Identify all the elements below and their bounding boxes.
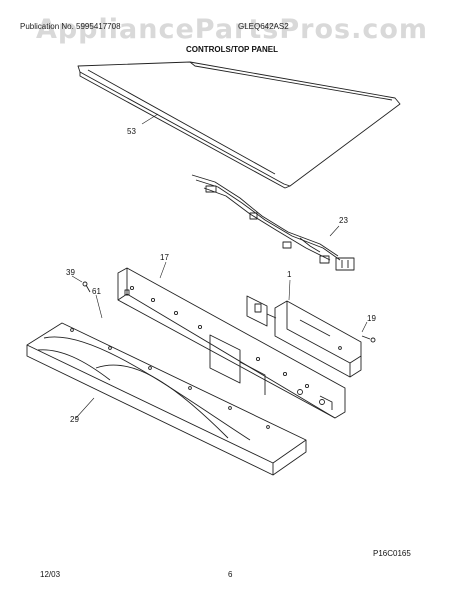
switch-module-part [246,295,362,378]
model-number: GLEQ642AS2 [238,22,289,31]
callout-39: 39 [66,268,75,277]
control-panel-bracket-part [117,267,346,419]
callout-29: 29 [70,415,79,424]
diagram-code: P16C0165 [373,549,411,558]
page-number: 6 [228,570,233,579]
callout-23: 23 [339,216,348,225]
publication-number: Publication No. 5995417708 [20,22,121,31]
screw-right-part [361,335,376,343]
control-panel-part [26,322,307,476]
callout-17: 17 [160,253,169,262]
callout-53: 53 [127,127,136,136]
callout-1: 1 [287,270,292,279]
top-panel-part [77,61,401,189]
leader-lines [71,113,368,419]
footer-date: 12/03 [40,570,61,579]
wiring-harness-part [191,174,355,271]
screw-left-part [82,281,91,293]
section-title: CONTROLS/TOP PANEL [185,45,278,54]
callout-19: 19 [367,314,376,323]
callout-61: 61 [92,287,101,296]
